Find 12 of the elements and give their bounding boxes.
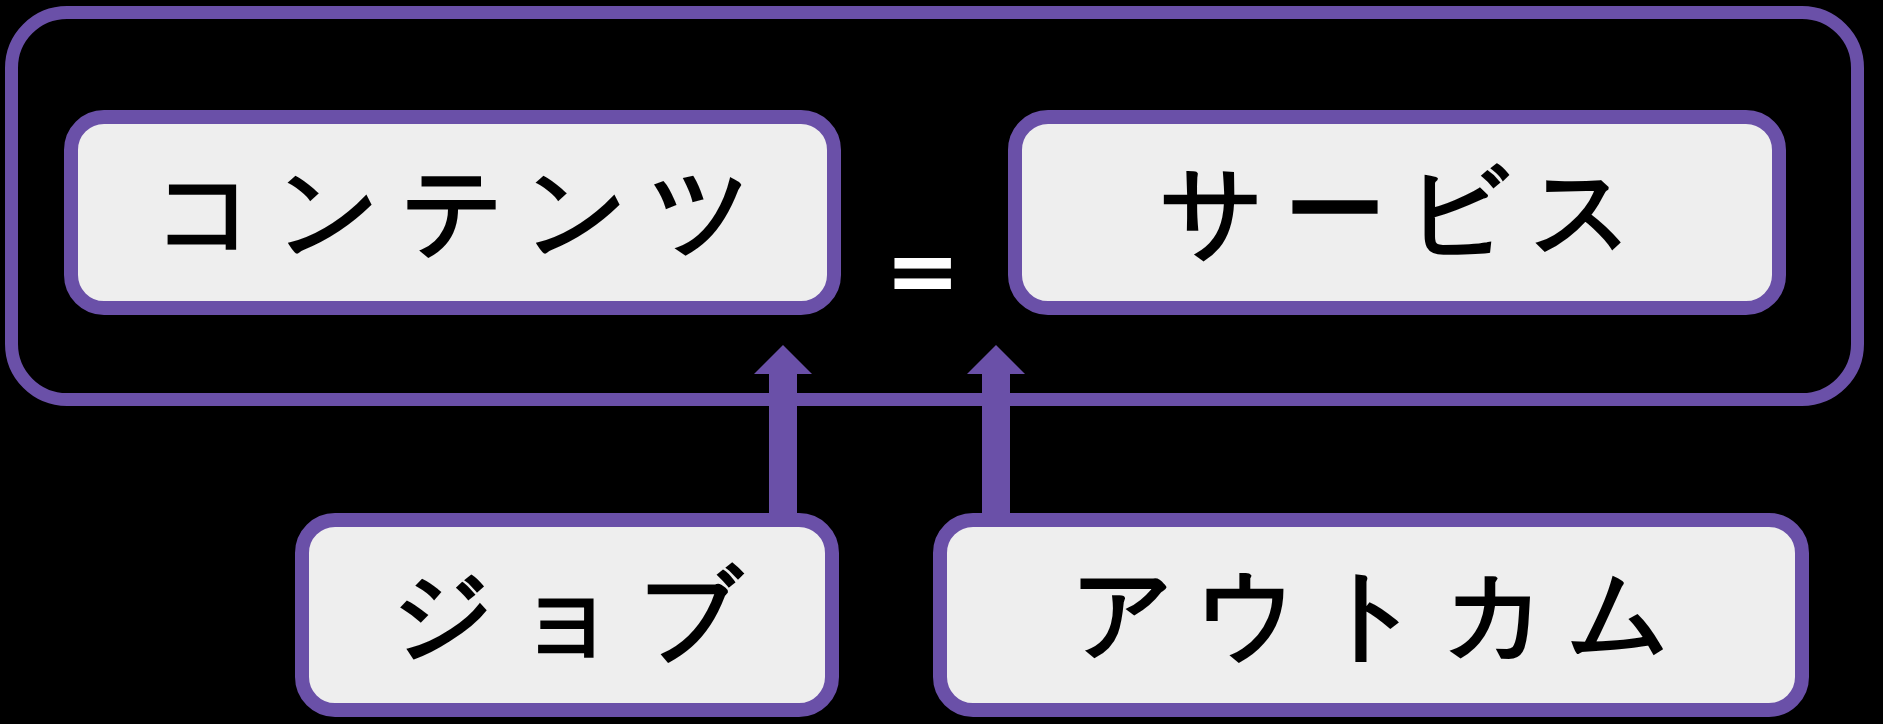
term-label: コンテンツ	[153, 151, 774, 271]
term-label: サービス	[1161, 151, 1655, 271]
term-label: ジョブ	[392, 553, 764, 674]
arrow	[967, 345, 1025, 513]
term-label: アウトカム	[1072, 553, 1692, 674]
term-box	[64, 110, 841, 315]
term-box	[295, 513, 839, 717]
term-box	[1008, 110, 1786, 315]
group-box	[5, 6, 1864, 406]
term-box	[933, 513, 1809, 717]
arrow	[754, 345, 812, 513]
equals-sign: =	[885, 226, 961, 316]
